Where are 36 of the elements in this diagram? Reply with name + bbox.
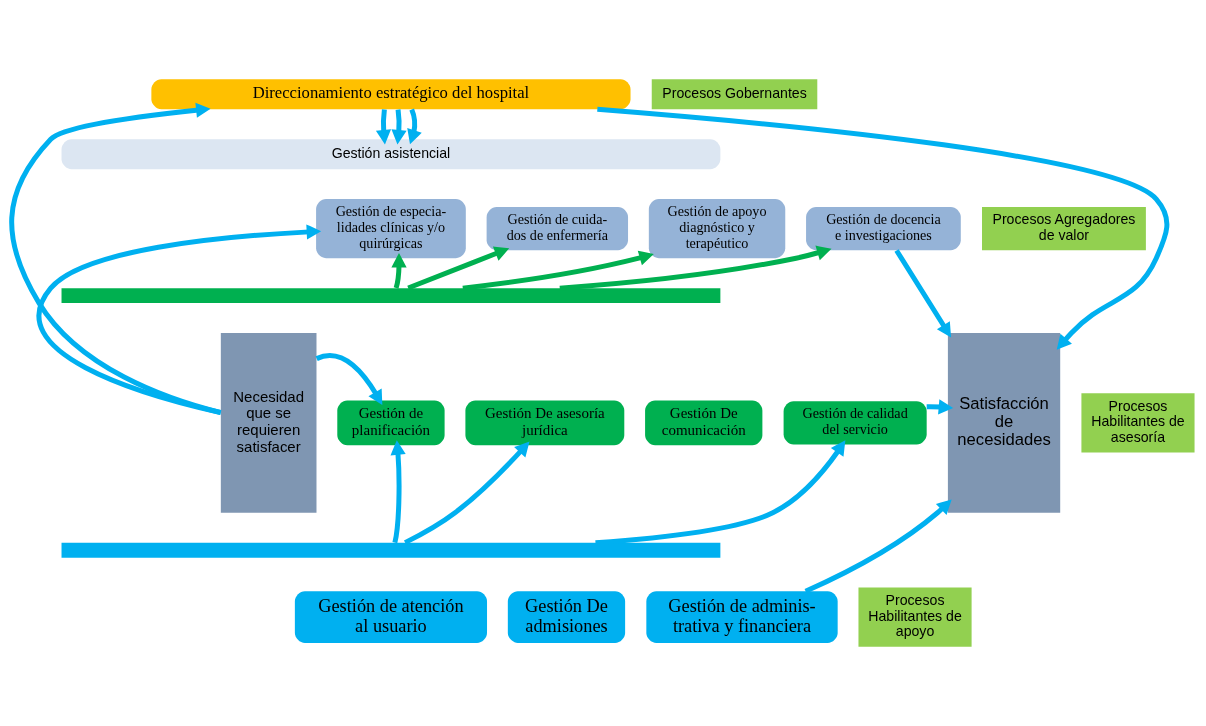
node-box: Gestión de especia- lidades clínicas y/o quirúrgicas [316, 199, 466, 259]
node-box: Procesos Gobernantes [651, 79, 818, 110]
arrow [597, 106, 1170, 350]
node-box: Procesos Agregadores de valor [982, 207, 1146, 251]
node-bar [61, 542, 721, 558]
node-box: Gestión de calidad del servicio [783, 401, 927, 445]
node-box: Direccionamiento estratégico del hospital [151, 79, 631, 110]
node-box: Gestión de planificación [337, 400, 445, 446]
arrow [37, 224, 322, 415]
node-box: Procesos Habilitantes de asesoría [1081, 393, 1195, 453]
node-box: Gestión De admisiones [507, 591, 626, 643]
arrow [391, 109, 407, 145]
arrow [407, 246, 510, 291]
arrow [407, 108, 422, 145]
arrow [559, 245, 832, 291]
node-box: Gestión asistencial [61, 139, 721, 170]
node-box: Gestión de apoyo diagnóstico y terapéutico [648, 199, 786, 259]
arrow [595, 440, 846, 546]
arrow [894, 249, 952, 338]
node-box: Gestión De comunicación [645, 400, 763, 446]
arrow [391, 252, 407, 289]
arrow [462, 250, 654, 291]
arrow [375, 109, 392, 145]
node-box: Satisfacción de necesidades [947, 333, 1061, 513]
node-box: Gestión de cuida- dos de enfermería [486, 207, 629, 251]
node-box: Gestión De asesoría jurídica [465, 400, 625, 446]
arrow [9, 102, 222, 416]
node-box: Gestión de adminis- trativa y financiera [646, 591, 838, 643]
arrow [804, 499, 952, 594]
node-box: Gestión de atención al usuario [294, 591, 488, 643]
node-box: Necesidad que se requieren satisfacer [220, 333, 317, 513]
node-bar [61, 288, 721, 304]
node-box: Gestión de docencia e investigaciones [806, 207, 961, 251]
arrow [390, 440, 406, 544]
arrow [403, 441, 530, 545]
node-box: Procesos Habilitantes de apoyo [858, 587, 972, 647]
